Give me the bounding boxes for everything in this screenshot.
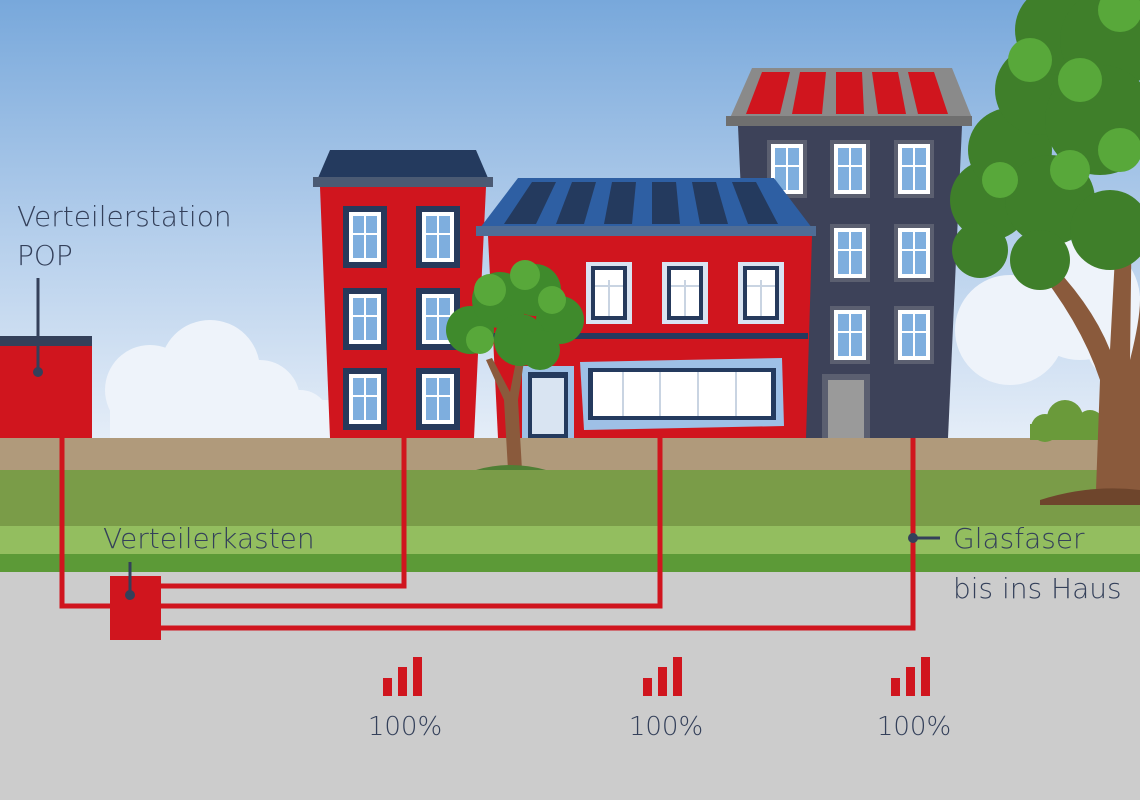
- signal-value-1: 100%: [367, 712, 443, 742]
- underground: [0, 572, 1140, 800]
- grass-band: [0, 470, 1140, 526]
- sidewalk-strip: [0, 438, 1140, 470]
- fiber-to-building-red-tall: [160, 438, 407, 589]
- small-tree: [446, 260, 584, 470]
- signal-bar: [673, 657, 682, 696]
- pointer-dot-fiber: [908, 533, 918, 543]
- signal-bar: [891, 678, 900, 696]
- station-label-line2: POP: [17, 239, 73, 272]
- fiber-label-line1: Glasfaser: [953, 522, 1085, 555]
- cabinet-label: Verteilerkasten: [103, 522, 315, 555]
- building-red-wide: [476, 178, 816, 438]
- signal-bars-1: [383, 657, 422, 696]
- bushes: [1030, 400, 1105, 442]
- fiber-pop-to-cabinet: [59, 438, 112, 609]
- fiber-to-building-dark-tall: [160, 438, 916, 631]
- signal-bar: [398, 667, 407, 696]
- signal-bar: [643, 678, 652, 696]
- building-red-tall: [313, 150, 493, 438]
- large-tree: [950, 0, 1140, 505]
- lawn-light: [0, 526, 1140, 554]
- signal-bars-2: [643, 657, 682, 696]
- distribution-cabinet: [110, 576, 161, 640]
- signal-bar: [413, 657, 422, 696]
- signal-bar: [658, 667, 667, 696]
- signal-bars-3: [891, 657, 930, 696]
- fiber-label-line2: bis ins Haus: [953, 572, 1122, 605]
- signal-value-2: 100%: [628, 712, 704, 742]
- pointer-dot-station: [33, 367, 43, 377]
- fiber-cables: [59, 438, 916, 631]
- station-label-line1: Verteilerstation: [17, 200, 232, 233]
- signal-bar: [921, 657, 930, 696]
- fiber-to-building-red-wide: [160, 438, 663, 609]
- pointer-dot-cabinet: [125, 590, 135, 600]
- pop-station-box: [0, 336, 92, 438]
- lawn-dark: [0, 554, 1140, 572]
- signal-bar: [906, 667, 915, 696]
- signal-value-3: 100%: [876, 712, 952, 742]
- signal-bar: [383, 678, 392, 696]
